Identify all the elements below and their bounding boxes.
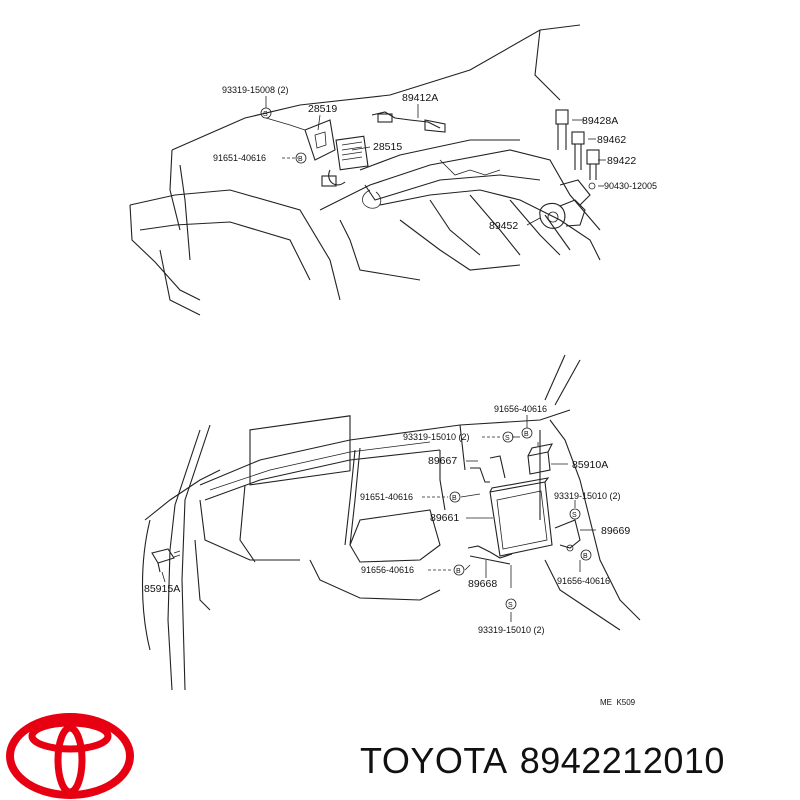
upper-part-labels: 93319-15008 (2) 28519 89412A 28515 91651… (213, 85, 657, 232)
label-93319-15010: 93319-15010 (2) (478, 625, 545, 635)
drawing-code: ME K509 (600, 698, 636, 707)
screw-symbol: S (508, 602, 513, 609)
label-91656-40616: 91656-40616 (361, 565, 414, 575)
label-93319-15010: 93319-15010 (2) (554, 491, 621, 501)
label-89668: 89668 (468, 578, 497, 590)
label-89669: 89669 (601, 525, 630, 537)
fastener-symbols: S B B S B S B B S (263, 111, 588, 609)
bolt-symbol: B (456, 568, 461, 575)
label-91656-40616: 91656-40616 (494, 404, 547, 414)
label-93319-15008: 93319-15008 (2) (222, 85, 289, 95)
bolt-symbol: B (583, 553, 588, 560)
screw-symbol: S (505, 435, 510, 442)
label-89661: 89661 (430, 512, 459, 524)
label-89462: 89462 (597, 134, 626, 146)
bolt-symbol: B (452, 495, 457, 502)
label-28519: 28519 (308, 103, 337, 115)
label-93319-15010: 93319-15010 (2) (403, 432, 470, 442)
label-89422: 89422 (607, 155, 636, 167)
brand-name: TOYOTA (360, 740, 508, 781)
label-85910A: 85910A (572, 459, 608, 471)
part-number: 8942212010 (519, 740, 725, 781)
lower-dash-drawing (141, 354, 641, 691)
screw-symbol: S (572, 512, 577, 519)
label-85915A: 85915A (144, 583, 180, 595)
screw-symbol: S (263, 111, 268, 118)
bolt-symbol: B (524, 431, 529, 438)
label-90430-12005: 90430-12005 (604, 181, 657, 191)
label-91651-40616: 91651-40616 (360, 492, 413, 502)
label-91656-40616: 91656-40616 (557, 576, 610, 586)
bolt-symbol: B (298, 156, 303, 163)
label-89412A: 89412A (402, 92, 438, 104)
label-28515: 28515 (373, 141, 402, 153)
label-91651-40616: 91651-40616 (213, 153, 266, 163)
label-89667: 89667 (428, 455, 457, 467)
label-89452: 89452 (489, 220, 518, 232)
lower-part-labels: 91656-40616 93319-15010 (2) 89667 85910A… (144, 404, 630, 635)
brand-caption: TOYOTA 8942212010 (360, 740, 737, 782)
toyota-logo (6, 713, 134, 799)
label-89428A: 89428A (582, 115, 618, 127)
upper-engine-bay-drawing (129, 24, 606, 316)
